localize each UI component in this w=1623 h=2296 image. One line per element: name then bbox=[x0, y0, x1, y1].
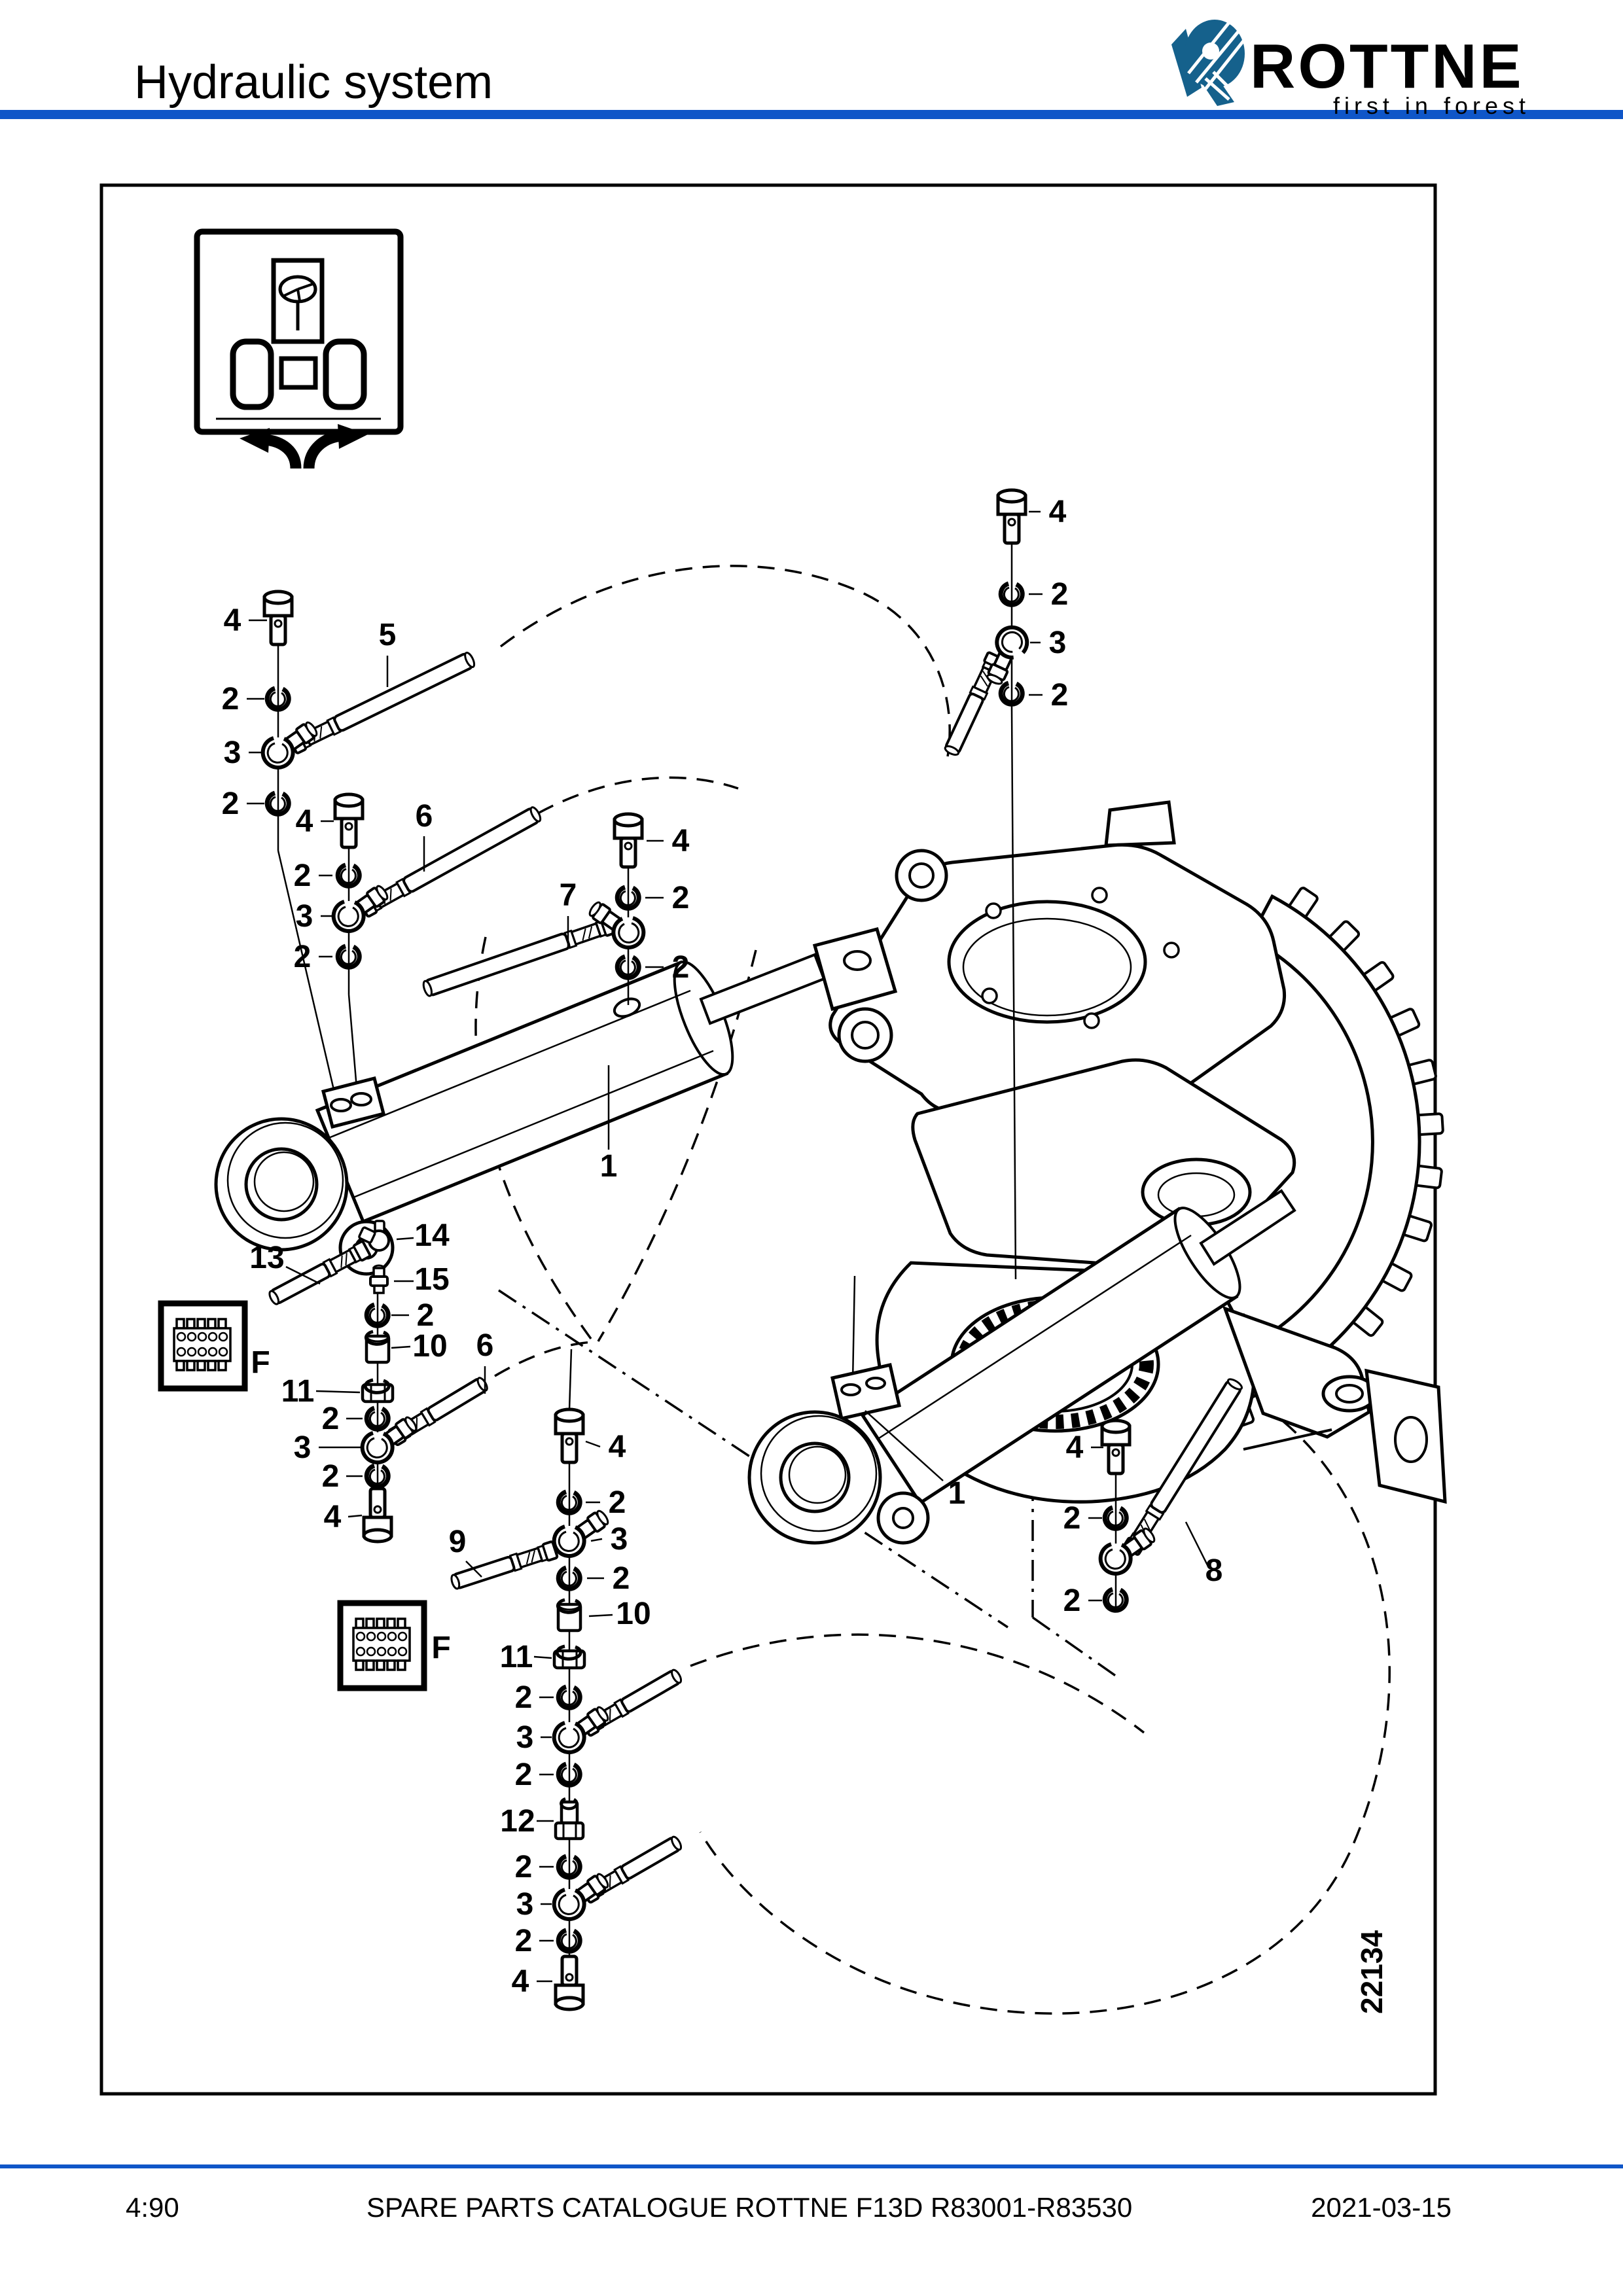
fastener-stacks bbox=[263, 490, 1245, 2009]
callout-label-14: 14 bbox=[414, 1218, 450, 1253]
callout-label-15: 15 bbox=[414, 1262, 449, 1297]
logo-tagline: first in forest bbox=[1333, 92, 1530, 119]
callout-label-2: 2 bbox=[322, 1459, 340, 1494]
callout-label-2: 2 bbox=[515, 1680, 533, 1715]
logo-brand: ROTTNE bbox=[1250, 31, 1524, 101]
callout-label-10: 10 bbox=[412, 1329, 447, 1364]
callout-label-11: 11 bbox=[281, 1374, 315, 1409]
steering-cylinder-1 bbox=[214, 850, 898, 1276]
callout-label-3: 3 bbox=[224, 735, 241, 770]
callout-label-F: F bbox=[431, 1631, 450, 1665]
callout-label-3: 3 bbox=[1049, 626, 1067, 660]
callout-leader-3 bbox=[590, 1538, 603, 1542]
callout-label-4: 4 bbox=[296, 804, 313, 839]
callout-label-4: 4 bbox=[1066, 1430, 1084, 1465]
callout-label-2: 2 bbox=[294, 940, 312, 974]
callout-label-2: 2 bbox=[322, 1402, 340, 1436]
callout-layer: 4232542326427242321113141521011232469FF4… bbox=[222, 495, 1223, 1999]
diagram-frame bbox=[99, 183, 1437, 2096]
callout-label-2: 2 bbox=[1063, 1501, 1081, 1536]
callout-label-6: 6 bbox=[416, 799, 433, 834]
callout-label-2: 2 bbox=[222, 682, 240, 716]
callout-label-1: 1 bbox=[948, 1476, 966, 1511]
callout-label-12: 12 bbox=[500, 1804, 535, 1839]
connector-box-f2 bbox=[340, 1603, 424, 1688]
callout-label-2: 2 bbox=[672, 881, 690, 915]
callout-label-10: 10 bbox=[616, 1597, 651, 1631]
steering-icon bbox=[194, 228, 404, 469]
callout-label-2: 2 bbox=[609, 1485, 626, 1520]
callout-label-9: 9 bbox=[449, 1525, 467, 1559]
callout-leader-10 bbox=[588, 1614, 613, 1617]
hose-routing-dashed bbox=[474, 565, 1391, 2015]
hose-7 bbox=[420, 915, 618, 999]
callout-leader-1 bbox=[865, 1410, 944, 1481]
callout-label-13: 13 bbox=[249, 1241, 284, 1275]
callout-label-2: 2 bbox=[1051, 577, 1069, 612]
rottne-logo-icon: ROTTNE first in forest bbox=[1171, 20, 1530, 119]
callout-leader-4 bbox=[348, 1514, 363, 1518]
hose-5 bbox=[289, 651, 476, 754]
callout-leader-9 bbox=[465, 1561, 482, 1578]
callout-label-11: 11 bbox=[500, 1640, 533, 1674]
callout-label-2: 2 bbox=[515, 1757, 533, 1792]
callout-label-3: 3 bbox=[296, 899, 313, 934]
callout-label-2: 2 bbox=[417, 1298, 435, 1333]
callout-label-4: 4 bbox=[1049, 495, 1067, 529]
callout-leader-13 bbox=[285, 1265, 321, 1285]
callout-label-1: 1 bbox=[600, 1149, 618, 1184]
callout-label-3: 3 bbox=[516, 1887, 534, 1922]
callout-label-3: 3 bbox=[611, 1522, 628, 1557]
callout-label-2: 2 bbox=[294, 858, 312, 893]
footer-rule bbox=[0, 2164, 1623, 2168]
callout-label-2: 2 bbox=[613, 1561, 630, 1596]
callout-label-7: 7 bbox=[560, 878, 577, 913]
steering-cylinder-2 bbox=[747, 1189, 1296, 1545]
callout-label-2: 2 bbox=[222, 786, 240, 821]
footer-date: 2021-03-15 bbox=[1311, 2192, 1452, 2223]
header-rule bbox=[0, 110, 1623, 119]
callout-label-5: 5 bbox=[379, 618, 397, 652]
callout-label-3: 3 bbox=[294, 1430, 312, 1465]
callout-label-2: 2 bbox=[1063, 1583, 1081, 1618]
callout-leader-14 bbox=[396, 1237, 414, 1241]
callout-label-6: 6 bbox=[476, 1328, 494, 1363]
callout-label-2: 2 bbox=[1051, 678, 1069, 713]
callout-label-2: 2 bbox=[672, 950, 690, 985]
footer-page-number: 4:90 bbox=[126, 2192, 179, 2223]
callout-leader-11 bbox=[533, 1655, 552, 1659]
hose-6a bbox=[358, 804, 544, 919]
page-title: Hydraulic system bbox=[134, 56, 493, 109]
callout-label-2: 2 bbox=[515, 1850, 533, 1884]
footer-catalogue-title: SPARE PARTS CATALOGUE ROTTNE F13D R83001… bbox=[366, 2192, 1132, 2223]
callout-label-4: 4 bbox=[672, 824, 690, 858]
callout-label-4: 4 bbox=[609, 1430, 626, 1464]
callout-leader-11 bbox=[315, 1390, 361, 1394]
callout-label-2: 2 bbox=[515, 1924, 533, 1958]
callout-label-4: 4 bbox=[224, 603, 241, 638]
connector-box-f1 bbox=[161, 1303, 245, 1388]
figure-number: 22134 bbox=[1355, 1930, 1389, 2014]
callout-label-F: F bbox=[251, 1345, 270, 1380]
callout-label-3: 3 bbox=[516, 1720, 534, 1755]
callout-leader-4 bbox=[585, 1440, 601, 1448]
callout-label-8: 8 bbox=[1205, 1553, 1223, 1588]
callout-label-4: 4 bbox=[324, 1500, 342, 1534]
callout-leader-10 bbox=[391, 1345, 411, 1349]
callout-label-4: 4 bbox=[512, 1964, 529, 1999]
callout-leader-8 bbox=[1185, 1521, 1209, 1566]
